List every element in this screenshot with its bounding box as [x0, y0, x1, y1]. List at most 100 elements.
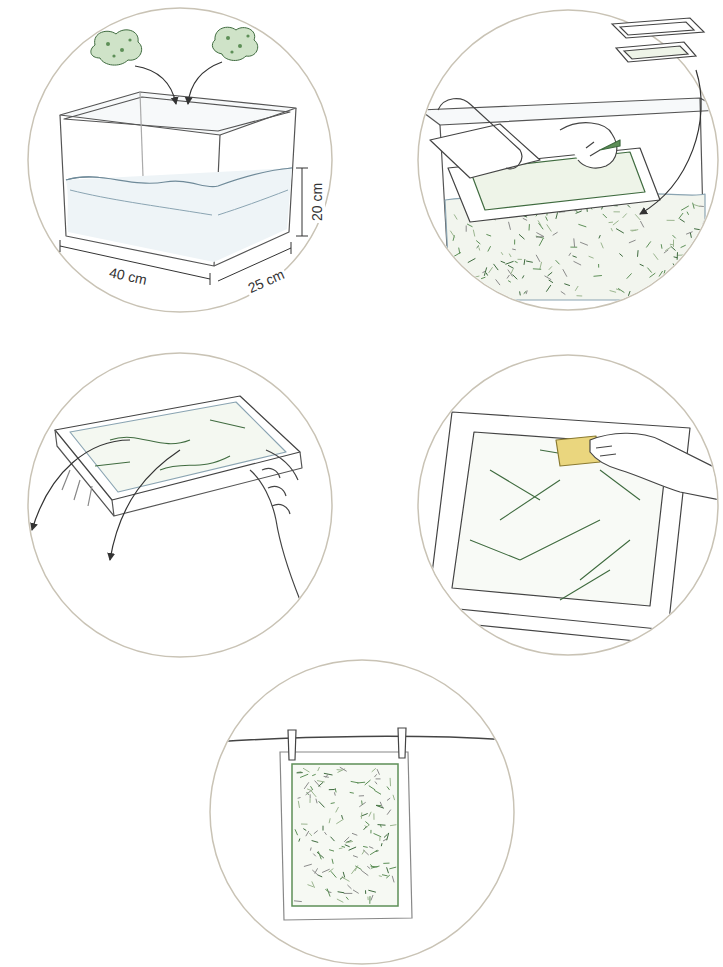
- pulp-fibres-part: [484, 267, 486, 275]
- drip-arrows-part: [110, 450, 180, 560]
- pulp-fibres-part: [468, 258, 476, 262]
- sheet-fibres-part: [342, 846, 345, 847]
- pulp-fibres-part: [686, 232, 693, 235]
- pulp-fibres-part: [570, 247, 577, 248]
- sheet-fibres-part: [314, 831, 318, 834]
- pulp-fibres-part: [556, 260, 560, 264]
- sheet-fibres-part: [312, 881, 315, 887]
- dipping-sketch-part: [430, 124, 540, 178]
- draining-sketch-part: [55, 396, 300, 500]
- sponging-sketch-part: [590, 433, 720, 500]
- pulp-fibres-part: [488, 246, 491, 251]
- sheet-fibres-part: [370, 850, 377, 855]
- draining-sketch-part-part: [95, 462, 130, 466]
- pulp-fibres-part: [536, 236, 544, 238]
- pulp-fibres-part: [546, 285, 551, 292]
- pulp-fibres-part: [508, 281, 511, 283]
- sheet-fibres-part: [328, 891, 331, 893]
- sheet-fibres-part: [390, 825, 396, 826]
- moss-clumps-part-part: [230, 50, 233, 53]
- sheet-fibres-part: [309, 833, 312, 836]
- pulp-fibres-part: [601, 243, 603, 249]
- sheet-fibres-part: [353, 856, 358, 858]
- drop-arrows-part: [135, 66, 176, 104]
- drying-sketch: [215, 728, 510, 920]
- pulp-fibres-part: [515, 261, 518, 262]
- dipping-sketch-part: [586, 142, 600, 156]
- drying-sketch-part: [280, 752, 412, 920]
- pulp-fibres-part: [627, 273, 632, 278]
- sheet-fibres-part: [306, 831, 309, 836]
- sheet-fibres-part: [340, 767, 347, 771]
- pulp-fibres-part: [476, 241, 480, 245]
- dipping-sketch-part: [420, 98, 722, 125]
- sheet-fibres-part: [367, 866, 370, 869]
- pulp-fibres-part: [523, 218, 527, 220]
- pulp-fibres-part: [509, 222, 511, 230]
- pulp-fibres-part: [688, 277, 689, 280]
- sheet-fibres-part: [389, 867, 396, 869]
- pulp-fibres-part: [637, 250, 639, 257]
- moss-clumps-part-part: [120, 48, 124, 52]
- step-circles-part: [418, 10, 718, 310]
- sheet-fibres-part: [298, 801, 299, 808]
- sheet-fibres-part: [297, 772, 303, 773]
- pulp-fibres-part: [569, 253, 571, 256]
- sheet-fibres-part: [316, 799, 317, 804]
- pulp-fibres-part: [573, 256, 577, 258]
- pulp-fibres-part: [508, 265, 514, 268]
- draining-sketch-part: [250, 470, 300, 600]
- drip-arrows: [32, 440, 180, 560]
- pulp-fibres-part: [661, 244, 663, 249]
- drying-sketch-part: [398, 728, 406, 758]
- pulp-fibres-part: [524, 259, 526, 265]
- pulp-fibres-part: [489, 267, 493, 273]
- pulp-fibres-part: [679, 213, 683, 219]
- pulp-fibres-part: [659, 271, 663, 277]
- pulp-fibres-part: [485, 293, 493, 295]
- pulp-fibres-part: [481, 277, 485, 279]
- sheet-fibres-part: [335, 788, 337, 792]
- sheet-fibres-part: [387, 787, 390, 790]
- pulp-fibres-part: [547, 224, 552, 231]
- pulp-fibres-part: [629, 240, 636, 243]
- dipping-sketch-part: [600, 140, 620, 150]
- pulp-fibres-part: [564, 284, 570, 286]
- dimension-lines-part: [296, 168, 308, 236]
- tub-sketch-part: [64, 97, 290, 131]
- sheet-fibres-part: [369, 896, 370, 904]
- pulp-fibres-part: [677, 252, 678, 260]
- pulp-fibres-part: [459, 248, 460, 254]
- pulp-fibres-part: [561, 291, 566, 294]
- sheet-fibres-part: [373, 813, 374, 819]
- sheet-fibres-part: [366, 825, 369, 828]
- pulp-fibres-part: [628, 205, 631, 208]
- pulp-fibres-part: [681, 245, 686, 247]
- sheet-fibres-part: [303, 829, 306, 831]
- sheet-fibres-part: [319, 801, 325, 807]
- sheet-fibres-part: [345, 845, 350, 847]
- pulp-fibres-part: [673, 235, 676, 238]
- sheet-fibres-part: [346, 897, 348, 900]
- sheet-fibres-part: [342, 815, 343, 819]
- draining-sketch-part-part: [160, 456, 230, 470]
- sheet-fibres-part: [298, 797, 301, 799]
- pulp-fibres-part: [669, 277, 672, 284]
- sponging-sketch-part-part: [470, 450, 640, 600]
- sheet-fibres-part: [312, 870, 318, 876]
- pulp-fibres-part: [594, 275, 602, 277]
- dipping-sketch: [420, 98, 722, 300]
- pulp-fibres-part: [693, 203, 695, 209]
- dimension-lines-part: [302, 168, 303, 236]
- sheet-fibres-part: [313, 854, 316, 857]
- sheet-fibres-part: [382, 875, 388, 876]
- pulp-fibres-part: [695, 261, 698, 264]
- pulp-fibres-part: [466, 270, 468, 276]
- drying-sketch-part: [288, 730, 296, 760]
- pulp-fibres-part: [536, 233, 544, 237]
- pulp-fibres-part: [533, 268, 541, 270]
- pulp-fibres-part: [494, 264, 499, 270]
- sheet-fibres-part: [303, 768, 310, 772]
- sheet-fibres-part: [357, 782, 365, 784]
